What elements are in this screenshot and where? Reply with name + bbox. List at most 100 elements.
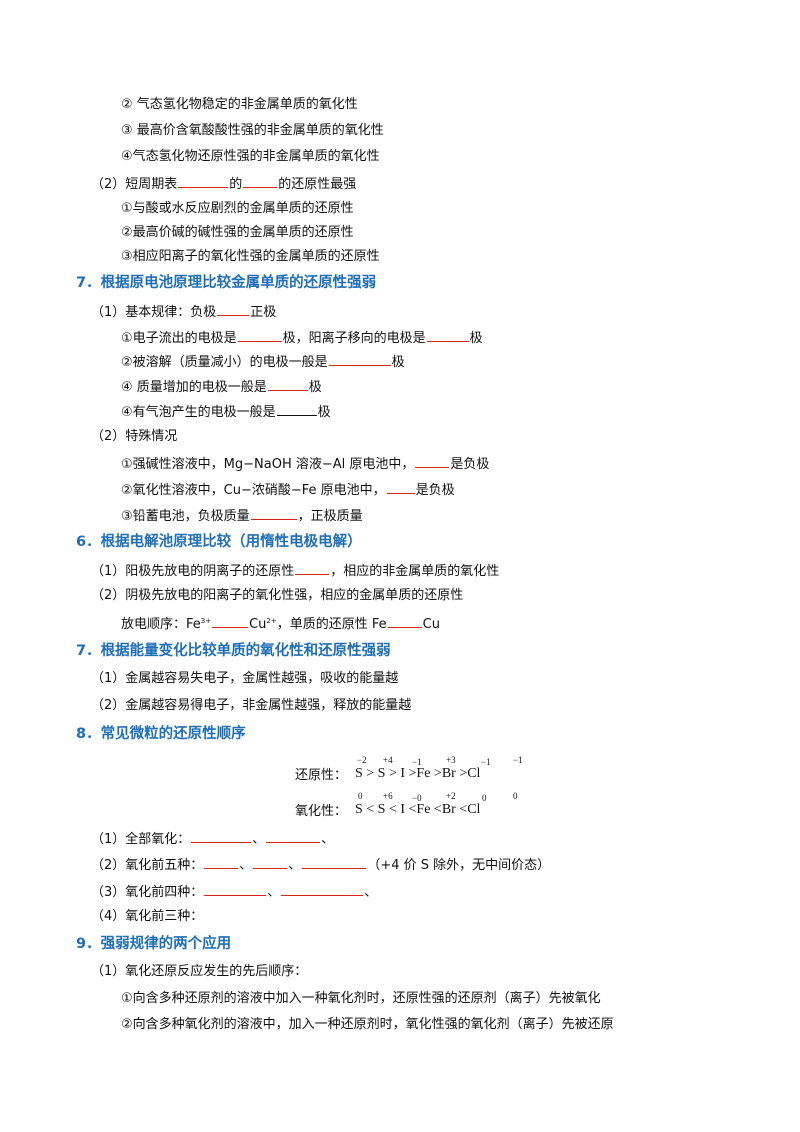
text-span: 极 [391,355,405,370]
text-line: （1）阳极先放电的阴离子的还原性 ，相应的非金属单质的氧化性 [91,561,499,581]
text-span: 、 [267,885,281,900]
text-line: ③相应阳离子的氧化性强的金属单质的还原性 [121,249,380,264]
blank-field[interactable] [204,882,267,896]
reduction-order-equation: S > S > I >Fe >Br >Cl [355,766,481,781]
section-heading: 6．根据电解池原理比较（用惰性电极电解） [76,534,362,550]
oxidation-state: +4 [383,755,393,765]
text-span: （1）全部氧化： [91,832,191,847]
text-span: ，单质的还原性 Fe [276,617,387,632]
text-span: 的 [229,177,243,192]
text-span: 极 [469,331,483,346]
oxidation-state: −2 [357,755,367,765]
blank-field[interactable] [302,855,367,869]
blank-field[interactable] [191,829,252,843]
text-line: （2）阴极先放电的阳离子的氧化性强，相应的金属单质的还原性 [91,588,464,603]
text-span: 极 [317,405,331,420]
blank-field[interactable] [415,454,450,468]
text-span: 、 [239,858,253,873]
text-line: ③铅蓄电池，负极质量 ，正极质量 [121,506,363,526]
oxidation-state: +3 [446,755,456,765]
text-span: 是负极 [450,457,490,472]
text-line: ③ 最高价含氧酸酸性强的非金属单质的氧化性 [121,123,384,138]
text-span: ，相应的非金属单质的氧化性 [330,564,500,579]
text-span: ③铅蓄电池，负极质量 [121,509,250,524]
section-heading: 7．根据原电池原理比较金属单质的还原性强弱 [76,275,377,291]
text-line: ①向含多种还原剂的溶液中加入一种氧化剂时，还原性强的还原剂（离子）先被氧化 [121,991,601,1006]
text-span: 极，阳离子移向的电极是 [282,331,426,346]
blank-field[interactable] [328,352,391,366]
text-span: ④有气泡产生的电极一般是 [121,405,276,420]
text-line: （1）金属越容易失电子，金属性越强，吸收的能量越 [91,671,399,686]
text-span: （1）基本规律：负极 [91,305,217,320]
text-span: Cu [422,617,440,632]
blank-field[interactable] [217,302,250,316]
text-span: ④ 质量增加的电极一般是 [121,380,267,395]
oxidation-state: −1 [412,757,422,767]
oxidation-state: 0 [513,791,518,801]
blank-field[interactable] [243,174,278,188]
charge-superscript: 2+ [266,617,277,625]
text-line: ①电子流出的电极是 极，阳离子移向的电极是 极 [121,328,483,348]
text-line: （4）氧化前三种： [91,909,204,924]
text-line: ②最高价碱的碱性强的金属单质的还原性 [121,225,354,240]
text-line: ② 气态氢化物稳定的非金属单质的氧化性 [121,97,358,112]
text-span: Cu [249,617,267,632]
oxidation-state: 0 [358,791,363,801]
blank-field[interactable] [281,882,364,896]
text-span: （2）氧化前五种： [91,858,204,873]
text-line: ①强碱性溶液中，Mg−NaOH 溶液−Al 原电池中， 是负极 [121,454,489,474]
text-span: 、 [288,858,302,873]
oxidation-order-equation: S < S < I <Fe <Br <Cl [355,802,481,817]
blank-field[interactable] [267,377,308,391]
blank-field[interactable] [212,614,249,628]
blank-field[interactable] [276,402,317,416]
text-line: ④有气泡产生的电极一般是 极 [121,402,331,422]
text-span: （1）阳极先放电的阴离子的还原性 [91,564,295,579]
text-span: 极 [308,380,322,395]
text-line: （1）全部氧化：、、 [91,829,334,849]
blank-field[interactable] [178,174,229,188]
blank-field[interactable] [204,855,239,869]
oxidation-state: +2 [446,791,456,801]
text-span: 、 [364,885,378,900]
blank-field[interactable] [426,328,469,342]
equation-label: 还原性： [295,768,348,783]
section-heading: 9．强弱规律的两个应用 [76,936,232,952]
oxidation-state: 0 [482,793,487,803]
blank-field[interactable] [295,561,330,575]
blank-field[interactable] [266,829,321,843]
text-span: ①电子流出的电极是 [121,331,237,346]
text-span: 是负极 [415,483,455,498]
text-span: ②氧化性溶液中，Cu−浓硝酸−Fe 原电池中， [121,483,386,498]
text-line: （3）氧化前四种： 、 、 [91,882,377,902]
text-span: 的还原性最强 [278,177,357,192]
text-line: ①与酸或水反应剧烈的金属单质的还原性 [121,201,354,216]
equation-label: 氧化性： [295,804,348,819]
blank-field[interactable] [237,328,282,342]
oxidation-state: +6 [383,791,393,801]
text-line: （2）特殊情况 [91,429,178,444]
text-span: ①强碱性溶液中，Mg−NaOH 溶液−Al 原电池中， [121,457,415,472]
blank-field[interactable] [250,506,297,520]
blank-field[interactable] [386,480,415,494]
text-line: ②向含多种氧化剂的溶液中，加入一种还原剂时，氧化性强的氧化剂（离子）先被还原 [121,1017,614,1032]
charge-superscript: 3+ [200,617,212,625]
text-span: （3）氧化前四种： [91,885,204,900]
text-span: 、 [252,832,266,847]
text-line: （1）氧化还原反应发生的先后顺序： [91,964,308,979]
text-line: ④气态氢化物还原性强的非金属单质的氧化性 [121,149,380,164]
blank-field[interactable] [253,855,288,869]
text-line: （2）氧化前五种： 、 、 （+4 价 S 除外，无中间价态） [91,855,550,875]
text-span: ，正极质量 [297,509,363,524]
blank-field[interactable] [387,614,422,628]
text-span: （2）短周期表 [91,177,178,192]
text-span: ②被溶解（质量减小）的电极一般是 [121,355,328,370]
text-line: ④ 质量增加的电极一般是 极 [121,377,322,397]
text-span: （+4 价 S 除外，无中间价态） [367,858,551,873]
oxidation-state: −1 [481,757,491,767]
section-heading: 7．根据能量变化比较单质的氧化性和还原性强弱 [76,643,391,659]
oxidation-state: −0 [412,793,422,803]
text-line: ②被溶解（质量减小）的电极一般是 极 [121,352,405,372]
text-line: ②氧化性溶液中，Cu−浓硝酸−Fe 原电池中， 是负极 [121,480,455,500]
